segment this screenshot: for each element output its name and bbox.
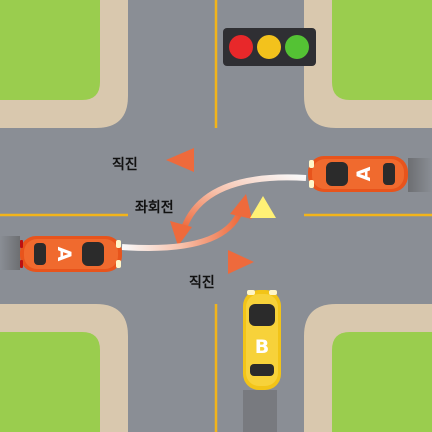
label-straight-bottom: 직진 (189, 274, 215, 291)
car-b: B (243, 290, 281, 390)
block-bottom-left (0, 304, 128, 432)
traffic-light-red-lamp (229, 35, 253, 59)
arrow-a-right-left-turn (170, 174, 307, 246)
car-a-left: A (20, 236, 122, 272)
label-left-turn: 좌회전 (135, 199, 174, 216)
arrow-a-left-straight (122, 250, 254, 274)
car-b-trail (243, 390, 277, 432)
car-a-right-trail (408, 158, 432, 192)
arrow-b-straight (250, 196, 276, 292)
traffic-light-yellow-lamp (257, 35, 281, 59)
car-b-label: B (255, 336, 269, 358)
car-a-left-label: A (53, 247, 75, 262)
car-a-right: A (308, 156, 408, 192)
traffic-light (223, 28, 316, 66)
block-top-right (304, 0, 432, 128)
car-a-right-label: A (353, 166, 375, 181)
block-top-left (0, 0, 128, 128)
label-straight-top: 직진 (112, 156, 138, 173)
traffic-light-green-lamp (285, 35, 309, 59)
arrow-a-right-straight (166, 148, 306, 172)
car-a-left-trail (0, 236, 20, 270)
arrow-a-left-left-turn (121, 194, 252, 251)
block-bottom-right (304, 304, 432, 432)
